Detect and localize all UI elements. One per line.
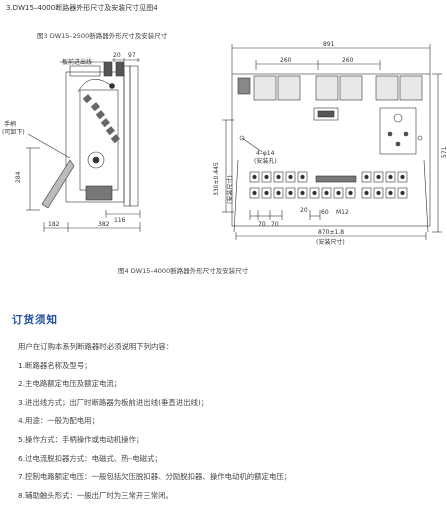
terminal-rows xyxy=(249,171,408,199)
hole-leader xyxy=(241,137,263,153)
dim-870: 870±1.8 xyxy=(318,229,344,236)
dim-60: 60 xyxy=(321,209,329,216)
dim-330-label: (安装尺寸) xyxy=(226,175,234,204)
right-body-outline xyxy=(231,73,431,227)
top-arm xyxy=(77,79,113,93)
dim-260-1: 260 xyxy=(280,57,292,64)
dim-116: 116 xyxy=(114,217,126,224)
ordering-title: 订货须知 xyxy=(12,314,58,326)
dim-382: 382 xyxy=(98,221,110,228)
left-top-block xyxy=(69,65,101,77)
arc-chutes xyxy=(253,75,423,101)
dim-70-2: 70 xyxy=(271,221,279,228)
label-top-wiring: 板前进出线 xyxy=(62,58,92,66)
section-heading: 3.DW15–4000断路器外形尺寸及安装尺寸见图4 xyxy=(6,4,158,12)
label-handle: 手柄 xyxy=(4,120,16,128)
dim-97: 97 xyxy=(128,52,136,59)
left-rear-bar xyxy=(123,65,131,207)
label-handle-removable: (可卸下) xyxy=(2,128,25,136)
dim-891: 891 xyxy=(323,41,335,48)
breaker-drawings: 板前进出线 手柄 (可卸下) 20 97 284 116 182 382 xyxy=(2,41,447,246)
control-panel xyxy=(379,107,417,155)
figure3-caption: 图3 DW15–2500断路器外形尺寸及安装尺寸 xyxy=(37,32,168,40)
dim-70-1: 70 xyxy=(258,221,266,228)
top-terminal-2 xyxy=(115,61,125,77)
dim-hole-label: (安装孔) xyxy=(254,157,277,165)
dim-182: 182 xyxy=(48,221,60,228)
arm-pivot xyxy=(109,83,115,89)
dim-m12: M12 xyxy=(336,209,349,216)
left-foot xyxy=(233,159,239,233)
ordering-notes: 用户在订购本系列断路器时必须说明下列内容： 1.断路器名称及型号； 2.主电路额… xyxy=(18,338,438,505)
handle-leader xyxy=(27,133,71,159)
mechanism-hub xyxy=(92,156,100,164)
list-item: 1.断路器名称及型号； xyxy=(18,360,92,370)
mount-hole-tr xyxy=(417,135,423,141)
right-foot xyxy=(423,159,429,233)
list-item: 4.用途：一般为配电用； xyxy=(18,416,99,426)
right-front-view xyxy=(222,44,442,240)
handle-shape xyxy=(41,159,75,209)
dim-284: 284 xyxy=(15,171,22,183)
dim-20-right: 20 xyxy=(300,207,308,214)
mechanism-wheel xyxy=(87,151,105,169)
list-item: 7.控制电路额定电压：一般包括欠压脱扣器、分励脱扣器、操作电动机的额定电压； xyxy=(18,472,292,482)
list-item: 8.辅助触头形式：一般出厂时为三常开三常闭。 xyxy=(18,490,173,500)
dim-20-left: 20 xyxy=(113,52,121,59)
mount-hole-tl xyxy=(239,135,245,141)
list-item: 3.进出线方式；出厂时断路器为板前进出线(垂直进出线)； xyxy=(18,397,209,407)
left-rear-bar-2 xyxy=(129,65,139,207)
ordering-intro: 用户在订购本系列断路器时必须说明下列内容： xyxy=(18,342,174,351)
dim-hole-spec: 4–φ14 xyxy=(256,150,275,157)
list-item: 2.主电路额定电压及额定电流； xyxy=(18,379,122,389)
dim-571: 571 xyxy=(441,146,447,158)
figure4-caption: 图4 DW15–4000断路器外形尺寸及安装尺寸 xyxy=(118,267,249,275)
dim-260-2: 260 xyxy=(342,57,354,64)
label-strip xyxy=(315,175,357,183)
left-block xyxy=(237,77,251,95)
left-side-view xyxy=(26,58,141,232)
panel-knob xyxy=(393,113,403,123)
top-terminal-1 xyxy=(103,61,113,77)
contact-chain xyxy=(82,94,120,144)
dim-330: 330±0.445 xyxy=(213,162,220,196)
list-item: 6.过电流脱扣器方式：电磁式、热–电磁式； xyxy=(18,453,162,463)
bottom-terminal xyxy=(85,185,113,201)
list-item: 5.操作方式：手柄操作或电动机操作； xyxy=(18,434,144,444)
dim-870-label: (安装尺寸) xyxy=(316,238,345,246)
display-window xyxy=(313,107,339,121)
